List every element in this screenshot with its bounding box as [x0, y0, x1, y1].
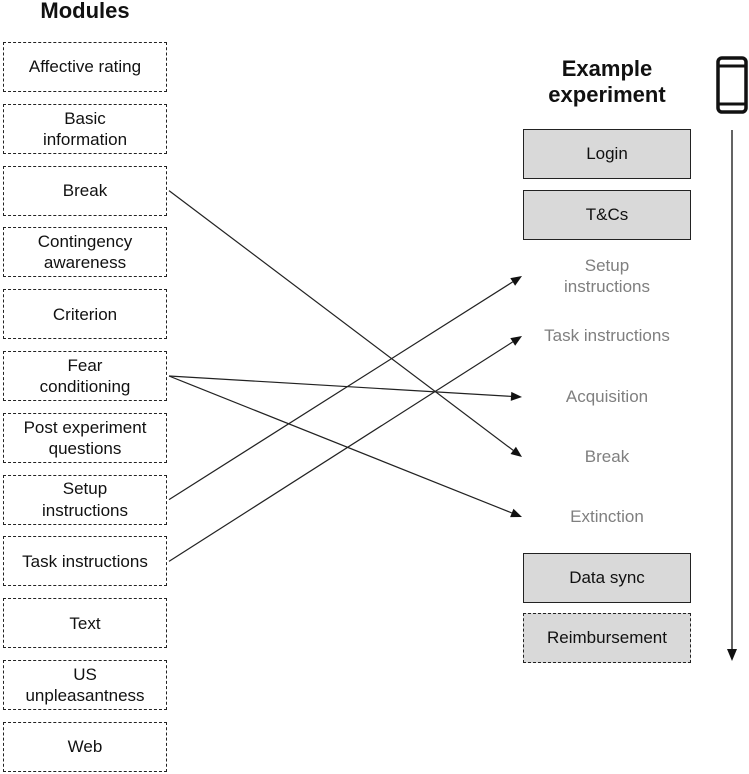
- module-text[interactable]: Text: [3, 598, 167, 649]
- step-t-cs[interactable]: T&Cs: [523, 190, 691, 240]
- module-criterion[interactable]: Criterion: [3, 289, 167, 340]
- step-data-sync[interactable]: Data sync: [523, 553, 691, 603]
- module-us-unpleasantness[interactable]: US unpleasantness: [3, 660, 167, 710]
- step-setup-instructions: Setup instructions: [564, 255, 650, 296]
- module-post-experiment-questions[interactable]: Post experiment questions: [3, 412, 167, 463]
- step-reimbursement[interactable]: Reimbursement: [523, 613, 691, 663]
- module-task-instructions[interactable]: Task instructions: [3, 536, 167, 587]
- step-break: Break: [584, 447, 630, 467]
- step-task-instructions: Task instructions: [544, 326, 670, 346]
- module-setup-instructions[interactable]: Setup instructions: [3, 474, 167, 525]
- experiment-heading: Example experiment: [548, 56, 666, 108]
- smartphone-icon: [716, 56, 748, 114]
- module-fear-conditioning[interactable]: Fear conditioning: [3, 351, 167, 401]
- modules-heading: Modules: [40, 0, 130, 23]
- link-arrow-break-to-break: [168, 190, 522, 457]
- module-affective-rating[interactable]: Affective rating: [3, 42, 167, 92]
- module-web[interactable]: Web: [3, 721, 167, 772]
- link-arrow-setup-instructions-to-setup-instructions: [168, 276, 522, 501]
- step-extinction: Extinction: [570, 507, 644, 527]
- link-arrow-fear-conditioning-to-extinction: [168, 375, 522, 518]
- module-contingency-awareness[interactable]: Contingency awareness: [3, 227, 167, 278]
- link-arrow-fear-conditioning-to-acquisition: [168, 375, 522, 401]
- step-login[interactable]: Login: [523, 129, 691, 179]
- link-arrow-task-instructions-to-task-instructions: [168, 336, 522, 562]
- module-basic-information[interactable]: Basic information: [3, 103, 167, 154]
- module-break[interactable]: Break: [3, 165, 167, 216]
- step-acquisition: Acquisition: [565, 387, 649, 407]
